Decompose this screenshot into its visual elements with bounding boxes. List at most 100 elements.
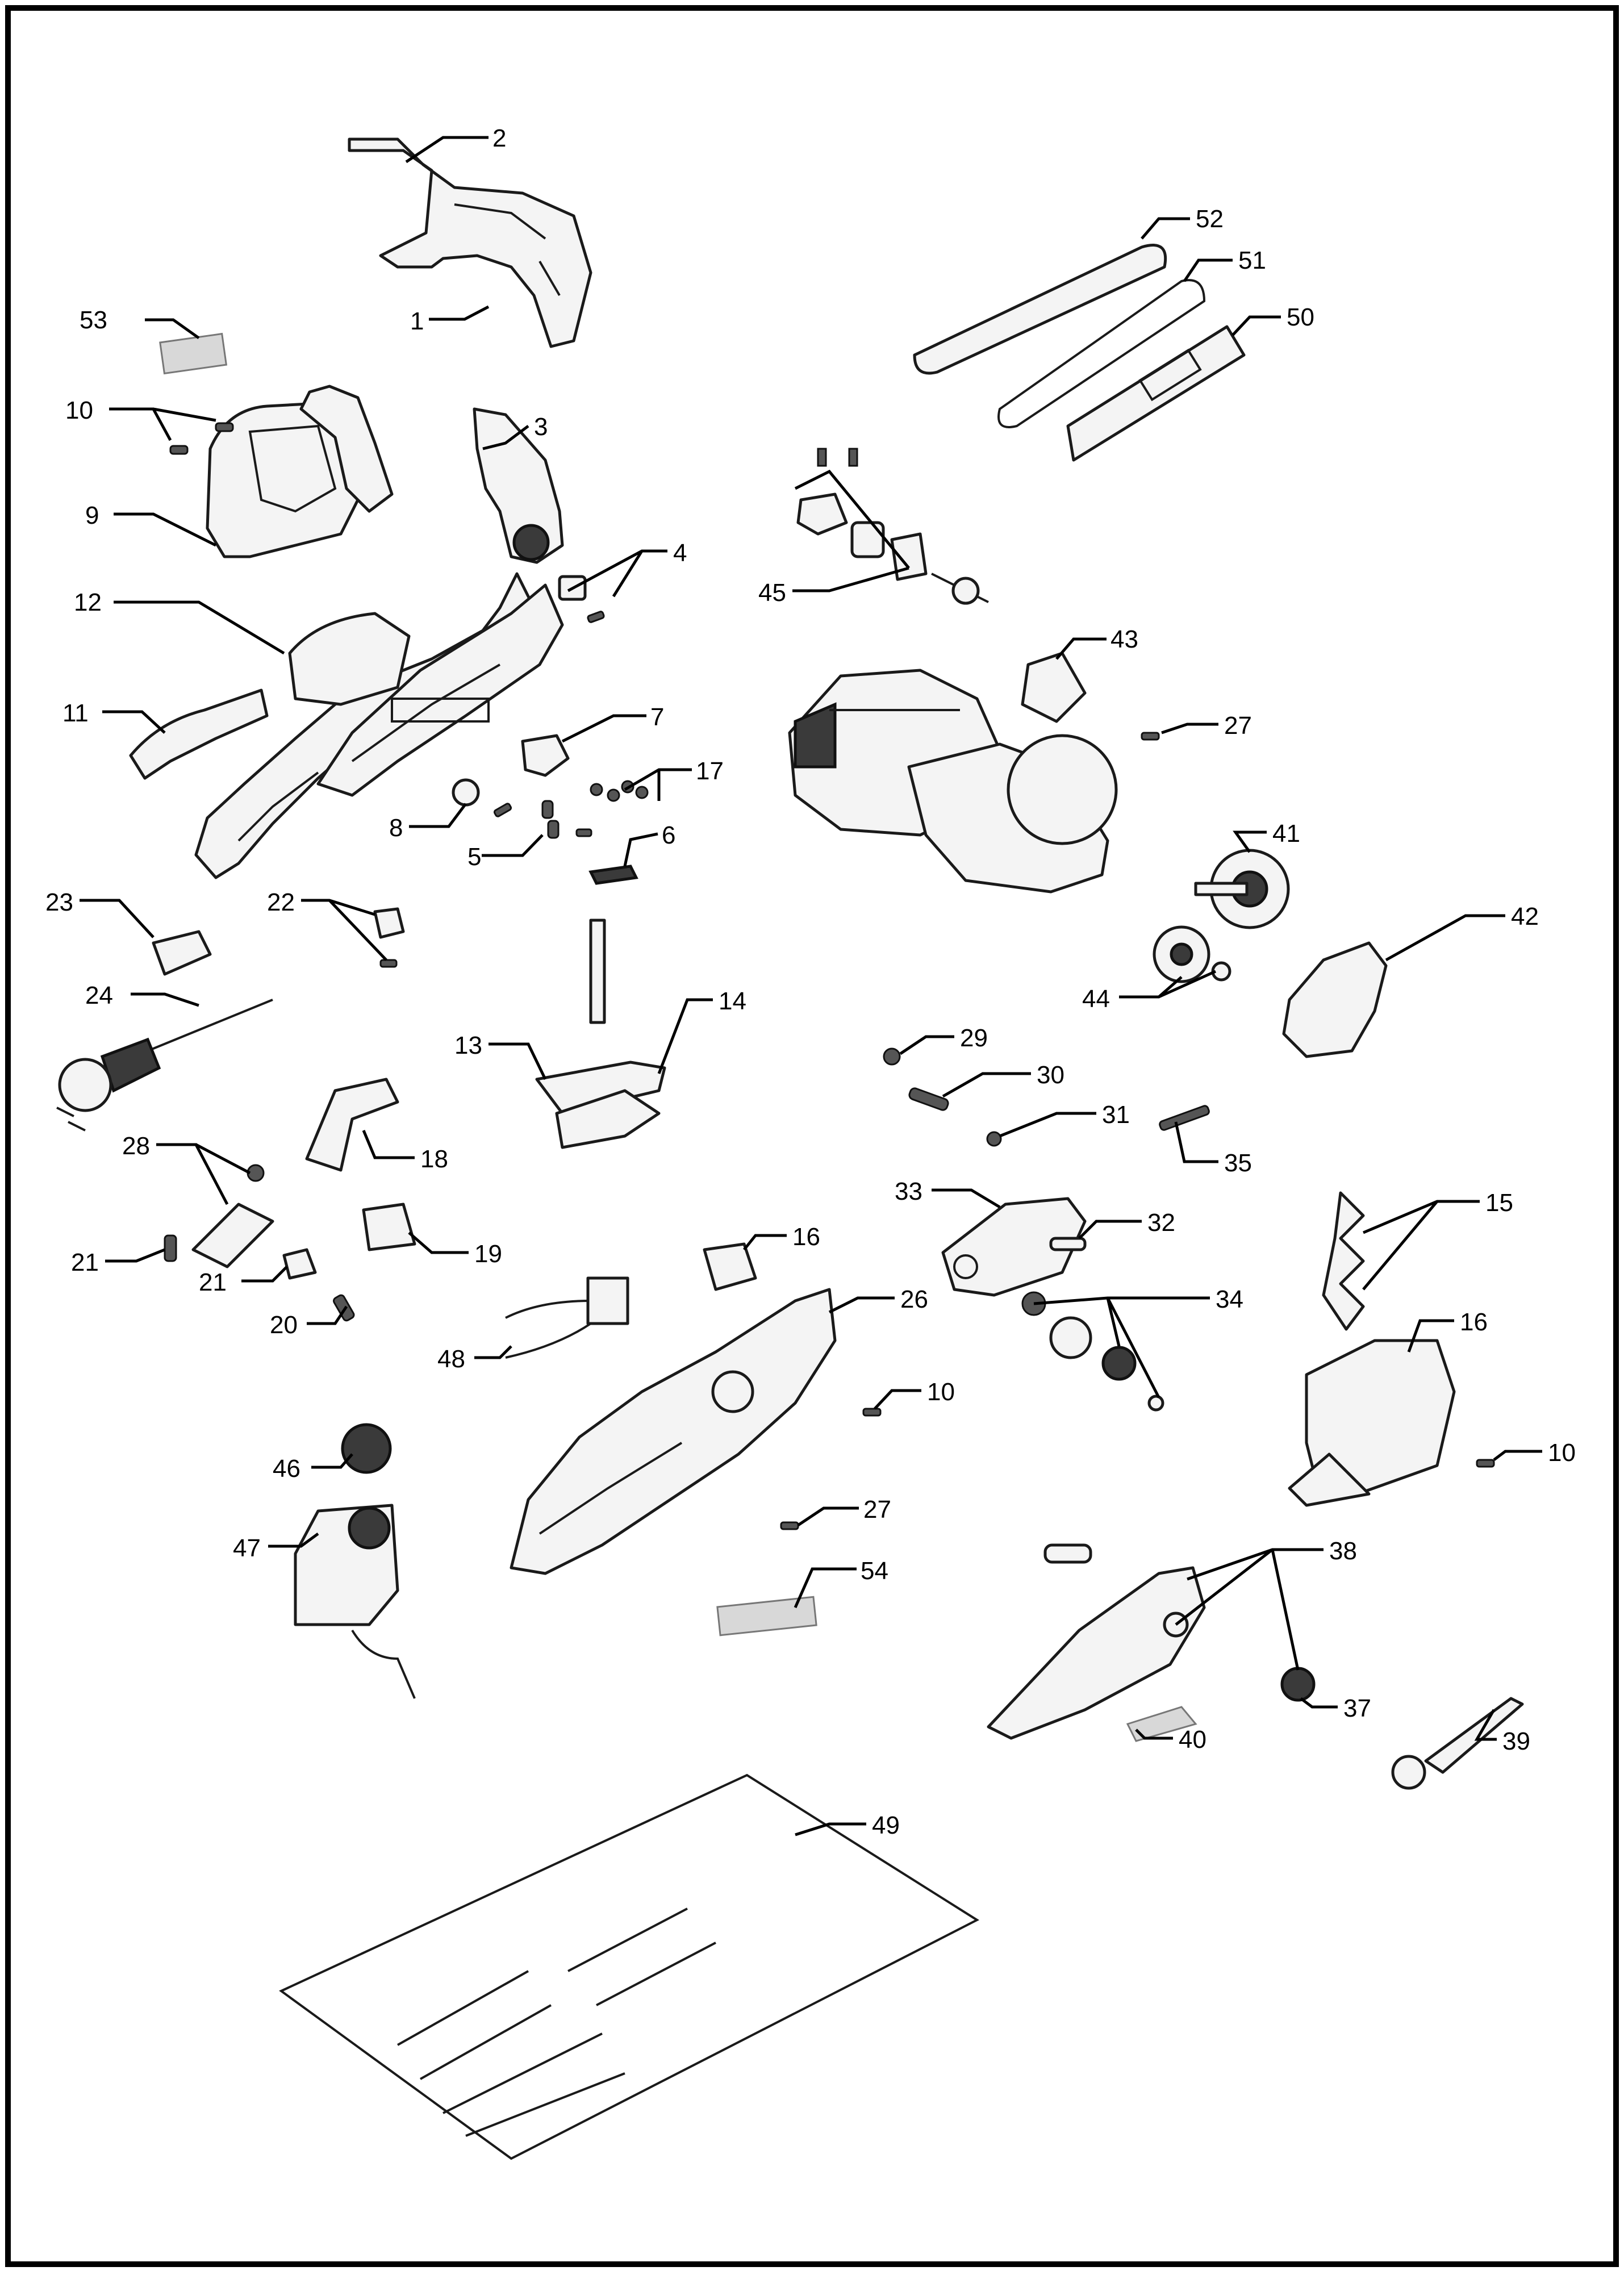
callout-20: 19 <box>474 1240 502 1268</box>
callout-14: 14 <box>719 987 746 1015</box>
part-9-rear-cover <box>206 385 394 558</box>
part-21-spring-b <box>333 1294 355 1322</box>
leader-lines-bar <box>1141 217 1281 336</box>
callout-54: 54 <box>861 1557 888 1585</box>
part-48-wire-set <box>505 1276 629 1359</box>
callout-6: 6 <box>662 821 675 849</box>
callout-25: 24 <box>85 982 113 1009</box>
callout-49: 49 <box>872 1811 900 1839</box>
part-5-spring-a <box>541 800 554 819</box>
part-42-gear-cover <box>1282 941 1388 1058</box>
callout-24: 23 <box>45 888 73 916</box>
callout-26: 26 <box>900 1285 928 1313</box>
part-40-warning-sticker <box>1126 1706 1197 1742</box>
part-12-main-housing <box>194 572 564 879</box>
part-47-oil-tank <box>294 1504 416 1699</box>
part-4-screw <box>587 611 605 623</box>
part-10-screw-b <box>215 422 234 432</box>
part-39-spanner <box>1391 1697 1524 1790</box>
part-27-screw-upper <box>1141 732 1160 741</box>
callout-22: 21 <box>199 1268 227 1296</box>
callout-11: 11 <box>62 699 89 727</box>
callout-32: 32 <box>1147 1209 1175 1237</box>
callout-43: 43 <box>1111 625 1138 653</box>
part-22-block <box>282 1248 317 1280</box>
callout-39: 39 <box>1502 1727 1530 1755</box>
part-6-lever <box>588 865 638 885</box>
callout-1: 1 <box>410 307 424 335</box>
callout-7: 7 <box>650 703 664 731</box>
callout-37: 35 <box>1224 1149 1252 1177</box>
callout-50: 50 <box>1287 303 1314 331</box>
part-10-screw-c <box>1476 1459 1495 1468</box>
callout-42: 42 <box>1511 903 1539 930</box>
callout-31: 31 <box>1102 1101 1130 1129</box>
callout-41: 41 <box>1272 820 1300 848</box>
part-44-sprocket <box>1153 925 1231 983</box>
leader-lines <box>80 136 1542 1836</box>
part-16-brake-housing <box>1288 1339 1456 1507</box>
callout-52: 52 <box>1196 205 1224 233</box>
callout-23: 22 <box>267 888 295 916</box>
callout-30: 30 <box>1037 1061 1064 1089</box>
part-2-hand-guard <box>348 137 592 348</box>
part-15-bumper-spike <box>1322 1191 1365 1331</box>
part-10-screw-a <box>169 445 189 455</box>
callout-16: 16 <box>1460 1308 1488 1336</box>
callout-45: 45 <box>758 579 786 607</box>
callout-2: 2 <box>492 124 506 152</box>
part-32-link <box>1049 1237 1087 1251</box>
callout-27-top: 27 <box>1224 712 1252 740</box>
part-38-sprocket-cover <box>987 1543 1206 1740</box>
part-51-saw-chain <box>997 279 1206 428</box>
part-49-wiring-kit <box>279 1773 980 2160</box>
part-25-power-cable <box>56 999 273 1132</box>
part-54-label-sticker <box>716 1596 817 1637</box>
part-30-bolt <box>908 1087 949 1111</box>
callout-47: 47 <box>233 1534 261 1562</box>
callout-44: 44 <box>1082 985 1110 1013</box>
callout-53: 53 <box>80 306 107 334</box>
callout-21-right: 20 <box>270 1311 298 1339</box>
page-border <box>5 5 1619 2267</box>
callout-27-bottom: 27 <box>863 1496 891 1523</box>
part-17-fixings <box>590 780 649 802</box>
callout-9: 9 <box>85 502 99 529</box>
part-5-spring-b <box>547 820 560 839</box>
part-50-bar-cover <box>1066 325 1246 462</box>
part-35-knob-nut <box>1280 1667 1316 1702</box>
part-7-switch-button <box>521 734 570 777</box>
part-8-screw <box>493 803 512 817</box>
part-28-nut <box>247 1164 265 1182</box>
part-8-washer <box>452 778 480 807</box>
part-28-lockout <box>191 1203 274 1268</box>
callout-13: 13 <box>454 1032 482 1059</box>
callout-33: 33 <box>895 1178 922 1205</box>
part-24-cable-sleeve <box>152 930 212 976</box>
part-10-screw-d <box>862 1408 882 1417</box>
part-19-trigger <box>305 1078 399 1172</box>
callout-4: 4 <box>673 539 687 567</box>
part-14-switch-shaft <box>535 919 666 1149</box>
part-3-handle-insert <box>473 407 564 564</box>
callout-46: 46 <box>273 1455 300 1483</box>
callout-40: 40 <box>1179 1726 1206 1754</box>
part-21-spring-a <box>164 1234 177 1262</box>
callout-labels: 2 1 53 10 3 9 4 12 45 43 11 7 27 17 8 5 … <box>45 124 1576 1839</box>
callout-10-top: 10 <box>65 396 93 424</box>
part-11-grip <box>129 688 269 780</box>
part-37-bolt <box>1159 1105 1210 1131</box>
part-20-switch <box>362 1203 416 1251</box>
part-34-tension-set <box>1021 1291 1164 1412</box>
part-31-screw <box>986 1131 1002 1147</box>
callout-35: 37 <box>1343 1694 1371 1722</box>
callout-51: 51 <box>1238 247 1266 274</box>
callout-48: 48 <box>437 1345 465 1373</box>
part-52-guide-bar <box>913 244 1167 375</box>
part-27-screw-lower <box>780 1521 799 1530</box>
part-41-drive-gear <box>1194 849 1290 929</box>
callout-8: 8 <box>389 814 403 842</box>
callout-19: 18 <box>420 1145 448 1173</box>
callout-15: 15 <box>1485 1189 1513 1217</box>
